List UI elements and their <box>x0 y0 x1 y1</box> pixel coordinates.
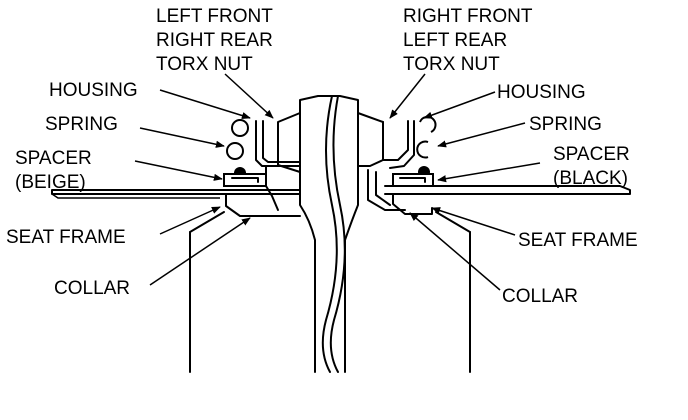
left-spring-coil-1 <box>231 119 249 137</box>
label-right-front: RIGHT FRONT <box>403 6 533 27</box>
label-seat-frame-right: SEAT FRAME <box>518 230 638 251</box>
left-assembly <box>51 119 301 373</box>
labels: LEFT FRONT RIGHT REAR TORX NUT RIGHT FRO… <box>6 6 638 307</box>
label-spacer-left: SPACER <box>15 148 92 169</box>
label-right-rear: RIGHT REAR <box>156 30 273 51</box>
right-spring-coil-2 <box>416 140 429 159</box>
label-housing-right: HOUSING <box>497 82 586 103</box>
left-spring-coil-2 <box>226 142 244 160</box>
label-spacer-black: (BLACK) <box>553 168 628 189</box>
center-shaft <box>277 95 384 373</box>
label-spring-left: SPRING <box>45 114 118 135</box>
right-spring-coil-1 <box>419 115 437 133</box>
label-torx-nut-left: TORX NUT <box>156 54 253 75</box>
left-seat-frame <box>51 189 301 195</box>
label-collar-left: COLLAR <box>54 278 130 299</box>
left-collar <box>225 193 301 217</box>
label-spacer-right: SPACER <box>553 144 630 165</box>
label-spring-right: SPRING <box>529 114 602 135</box>
label-housing-left: HOUSING <box>49 80 138 101</box>
right-spacer <box>392 173 434 187</box>
right-assembly <box>357 115 631 373</box>
leader-lines <box>134 73 541 291</box>
right-housing <box>357 121 384 167</box>
label-left-front: LEFT FRONT <box>156 6 273 27</box>
label-collar-right: COLLAR <box>502 286 578 307</box>
right-seat-frame <box>384 185 631 195</box>
label-spacer-beige: (BEIGE) <box>15 172 86 193</box>
left-spacer <box>223 173 267 187</box>
label-left-rear: LEFT REAR <box>403 30 507 51</box>
label-seat-frame-left: SEAT FRAME <box>6 227 126 248</box>
label-torx-nut-right: TORX NUT <box>403 54 500 75</box>
